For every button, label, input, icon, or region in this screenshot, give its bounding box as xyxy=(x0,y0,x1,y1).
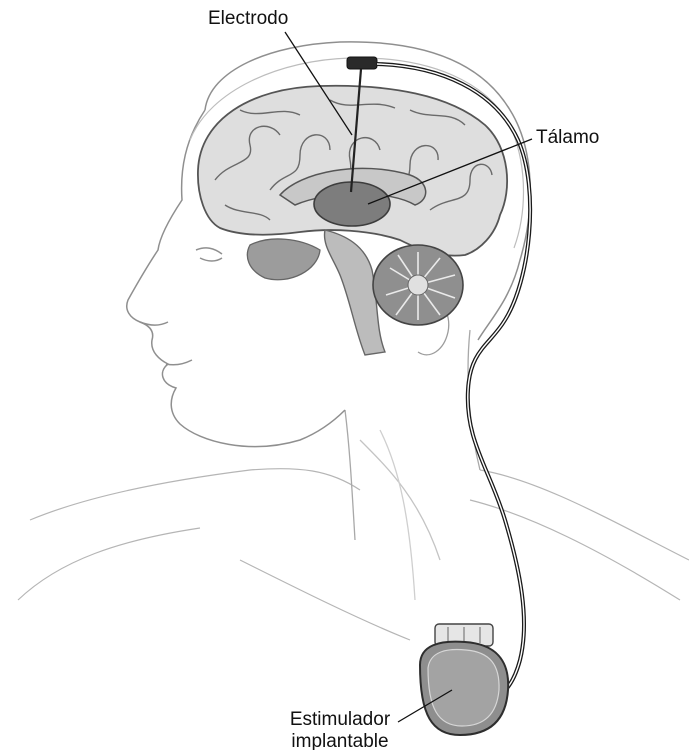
thalamus-label: Tálamo xyxy=(536,127,599,149)
cerebellum xyxy=(373,245,463,325)
stimulator-label-line2: implantable xyxy=(275,731,405,750)
pons xyxy=(247,239,320,280)
torso-outline xyxy=(18,469,689,640)
burr-hole-cap xyxy=(347,57,377,69)
neck-outline xyxy=(345,330,480,600)
electrode-label: Electrodo xyxy=(208,8,288,30)
stimulator-label-line1: Estimulador xyxy=(275,709,405,731)
implantable-stimulator xyxy=(420,624,508,735)
stimulator-label: Estimulador implantable xyxy=(275,709,405,750)
